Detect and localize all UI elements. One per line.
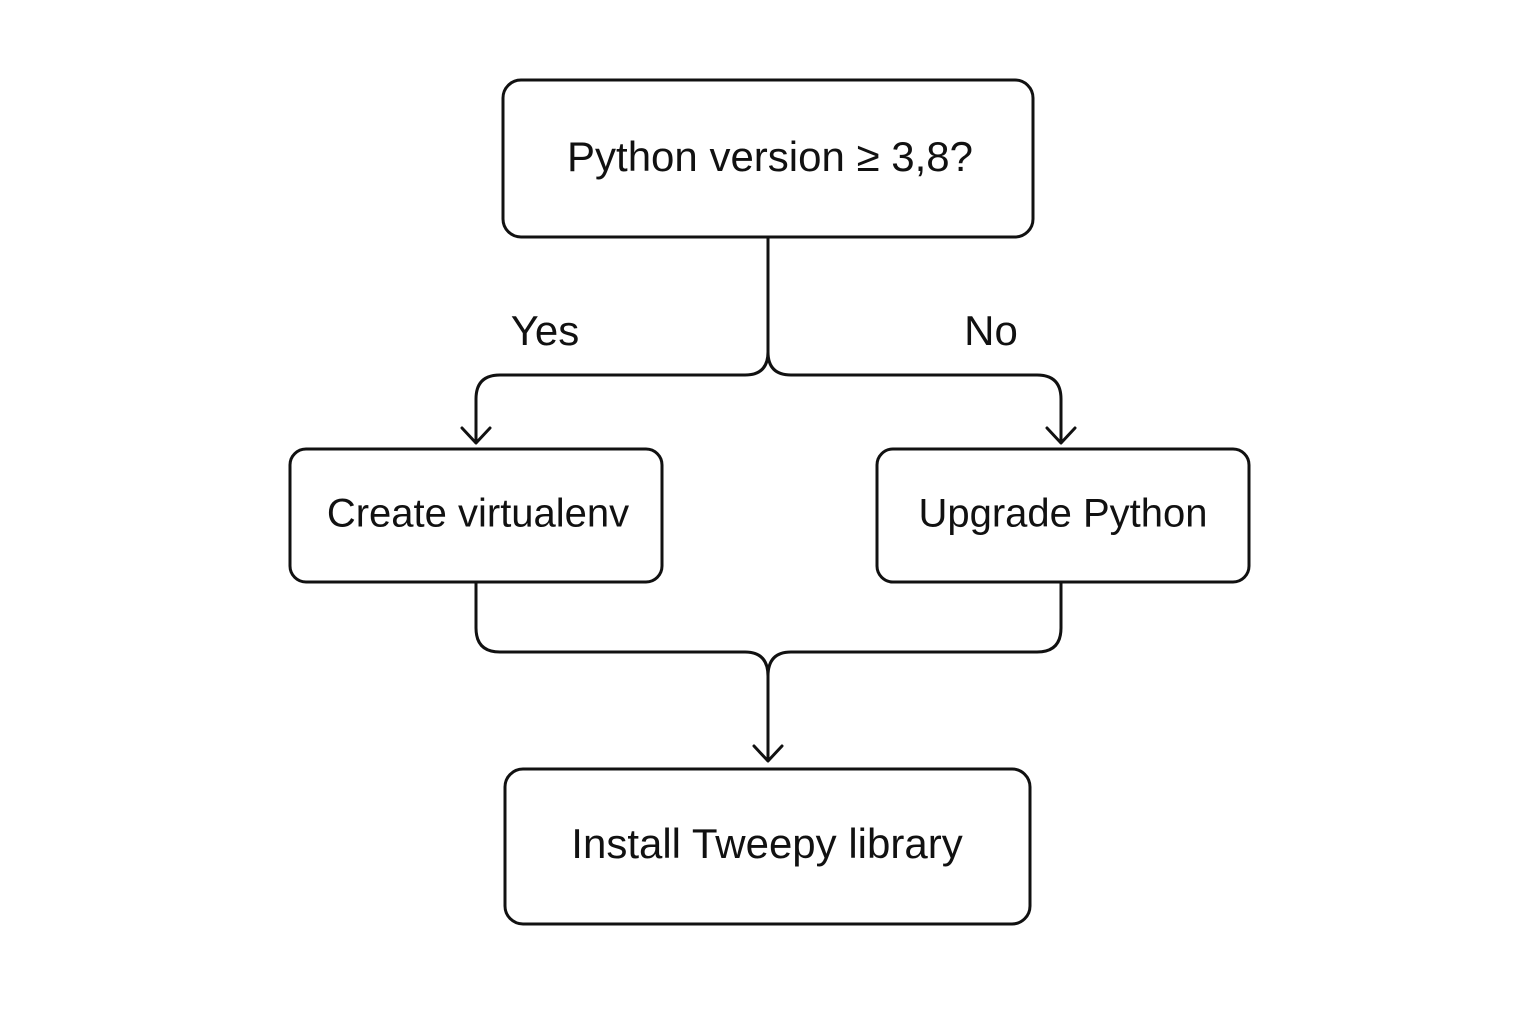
arrowhead-install [752, 744, 784, 763]
arrowhead-no [1045, 426, 1077, 445]
node-install: Install Tweepy library [503, 767, 1032, 926]
connector-create-env-merge [474, 581, 770, 762]
connector-question-split-right [766, 350, 1063, 443]
arrowhead-yes [460, 426, 492, 445]
node-upgrade: Upgrade Python [875, 447, 1251, 584]
node-install-label: Install Tweepy library [571, 820, 962, 867]
node-question: Python version ≥ 3,8? [501, 78, 1035, 239]
node-question-label: Python version ≥ 3,8? [567, 133, 973, 180]
connector-question-split [474, 236, 770, 443]
node-create-env: Create virtualenv [288, 447, 664, 584]
edge-label-yes: Yes [511, 307, 580, 354]
connector-upgrade-merge [766, 581, 1063, 678]
edge-label-no: No [964, 307, 1018, 354]
node-create-env-label: Create virtualenv [327, 492, 629, 536]
node-upgrade-label: Upgrade Python [918, 492, 1207, 536]
